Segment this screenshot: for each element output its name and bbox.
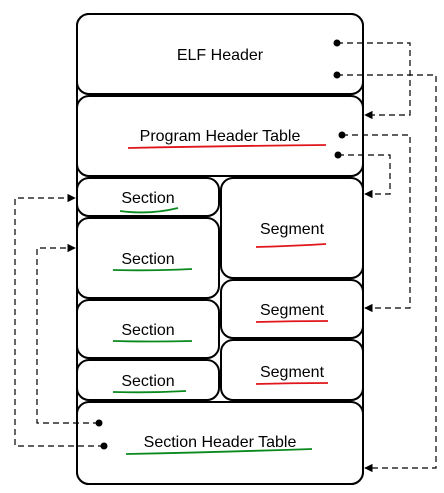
program-header-to-segment-1-arrow <box>338 154 391 199</box>
elf-header-label: ELF Header <box>177 47 264 64</box>
elf-to-section-header-arrow <box>337 74 437 473</box>
section-underline-3 <box>112 340 193 343</box>
segment-label-1: Segment <box>260 221 325 238</box>
section-header-table-underline <box>125 448 313 455</box>
section-header-to-section-1-arrow <box>14 193 104 447</box>
segment-label-2: Segment <box>260 302 325 319</box>
program-header-table-block: Program Header Table <box>76 95 364 177</box>
segment-block-3: Segment <box>220 339 364 401</box>
segment-underline-3 <box>255 382 329 385</box>
section-header-table-block: Section Header Table <box>76 401 364 485</box>
section-block-2: Section <box>76 217 220 299</box>
section-block-4: Section <box>76 359 220 401</box>
section-label-3: Section <box>121 322 174 339</box>
program-header-to-segment-2-arrow <box>342 134 411 313</box>
section-header-to-section-2-arrow <box>36 243 99 424</box>
segment-underline-1 <box>255 243 327 248</box>
section-underline-4 <box>112 390 187 394</box>
section-block-1: Section <box>76 177 220 217</box>
section-label-1: Section <box>121 190 174 207</box>
section-underline-1 <box>119 207 179 214</box>
segment-block-1: Segment <box>220 177 364 279</box>
segment-block-2: Segment <box>220 279 364 339</box>
section-header-table-label: Section Header Table <box>144 434 297 451</box>
elf-header-block: ELF Header <box>76 13 364 95</box>
section-label-4: Section <box>121 373 174 390</box>
segment-underline-2 <box>255 320 329 323</box>
section-underline-2 <box>112 268 193 272</box>
program-header-table-underline <box>127 144 327 149</box>
program-header-table-label: Program Header Table <box>140 128 301 145</box>
pointer-arrows <box>14 39 437 473</box>
segment-label-3: Segment <box>260 364 325 381</box>
section-label-2: Section <box>121 251 174 268</box>
section-block-3: Section <box>76 299 220 359</box>
